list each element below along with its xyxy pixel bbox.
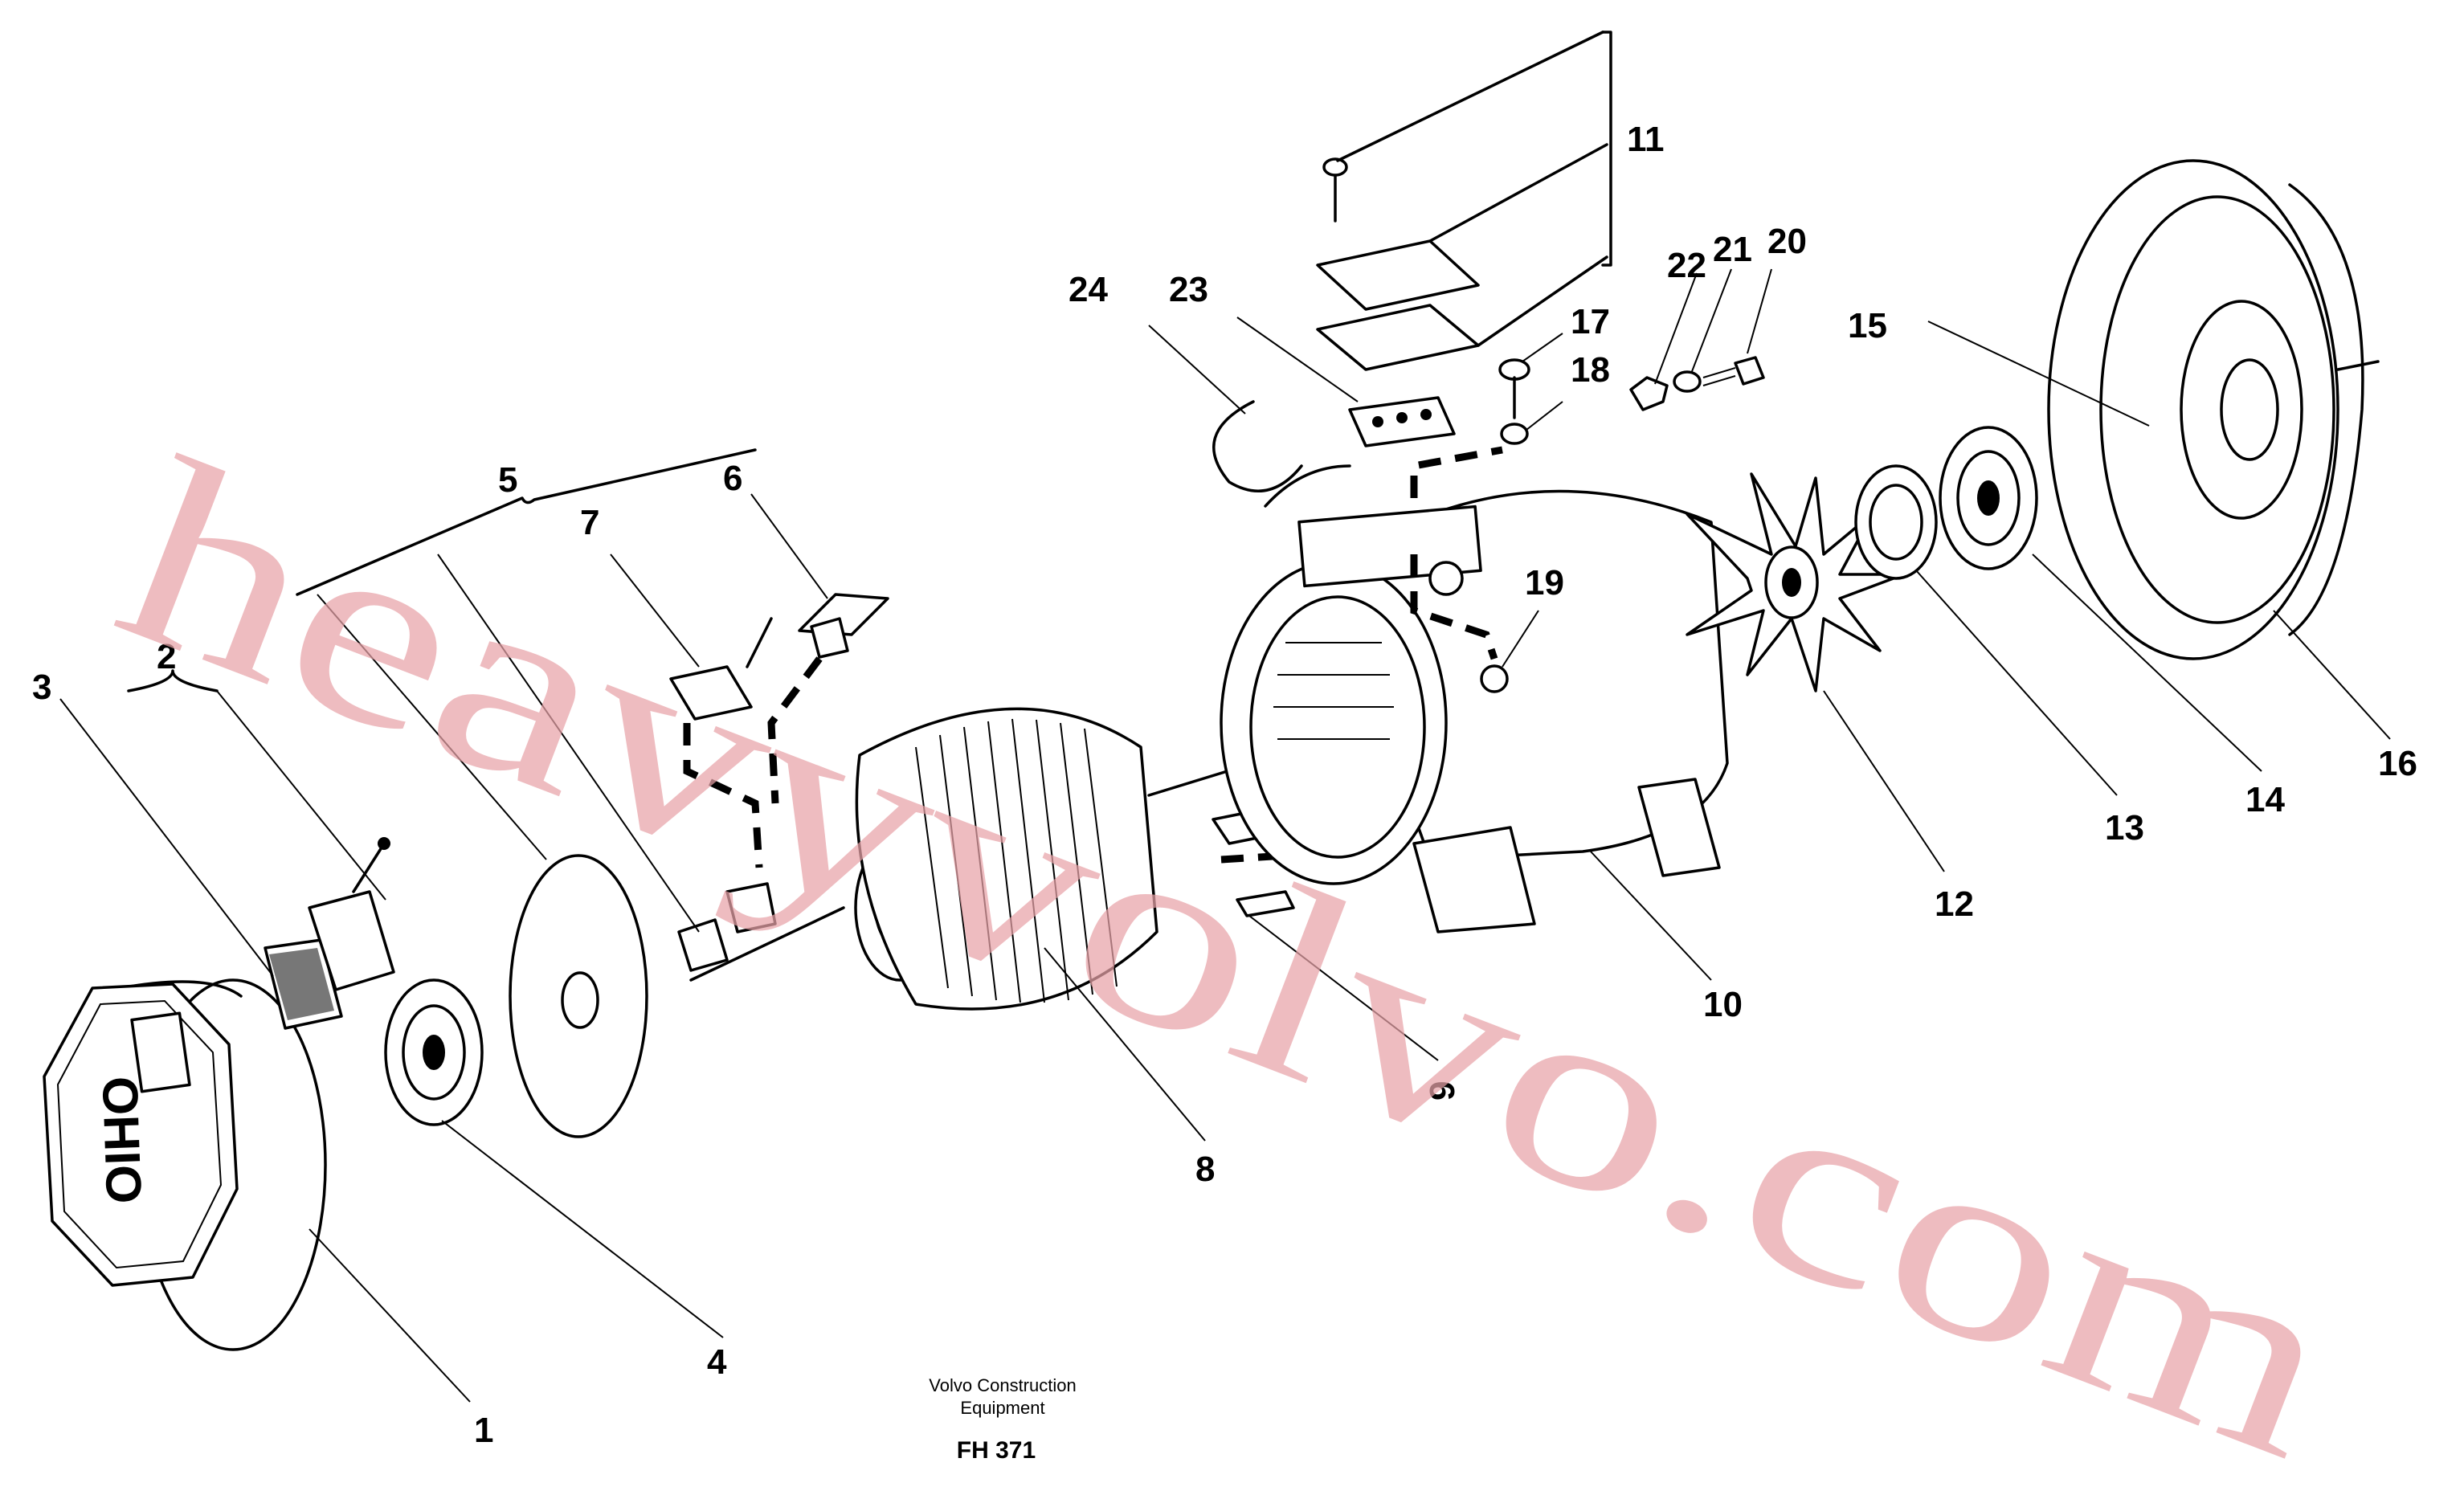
filter-assembly: [264, 837, 395, 1030]
callout-16: 16: [2378, 744, 2417, 783]
callout-8: 8: [1195, 1150, 1215, 1189]
callout-2: 2: [157, 637, 176, 676]
end-cover: OHIO: [43, 978, 327, 1351]
caption-line-1: Volvo Construction: [929, 1375, 1076, 1395]
callout-10: 10: [1703, 985, 1743, 1024]
pulley: [2047, 159, 2380, 660]
callout-4: 4: [707, 1342, 727, 1382]
callout-18: 18: [1571, 350, 1610, 390]
callout-24: 24: [1069, 270, 1108, 309]
terminal-hardware: [1480, 356, 1765, 693]
callout-20: 20: [1767, 222, 1807, 261]
leader-lines: [59, 268, 2391, 1403]
callout-13: 13: [2105, 808, 2144, 848]
figure-number: FH 371: [957, 1437, 1036, 1464]
spring-clip: [1212, 400, 1351, 508]
callout-9: 9: [1423, 1081, 1462, 1101]
callout-17: 17: [1571, 302, 1610, 341]
callout-12: 12: [1935, 884, 1974, 924]
brushes: [669, 593, 889, 972]
bearing-front: [384, 978, 484, 1126]
callout-3: 3: [32, 668, 51, 707]
callout-11: 11: [1627, 120, 1665, 159]
callout-19: 19: [1525, 563, 1564, 602]
watermark-text: heavyvolvo.com: [87, 403, 2375, 1491]
callout-6: 6: [723, 459, 742, 498]
stator-housing: [1220, 446, 1729, 933]
callout-23: 23: [1169, 270, 1208, 309]
bearing-rear: [1939, 426, 2038, 570]
callout-7: 7: [580, 503, 599, 542]
caption-line-2: Equipment: [960, 1398, 1044, 1418]
callout-labels: 1 2 3 4 5 6 7 8 9 10 11 12 13 14 15 16 1…: [32, 120, 2417, 1450]
callout-1: 1: [474, 1411, 493, 1450]
brush-plate: [509, 854, 648, 1138]
callout-5: 5: [498, 460, 517, 500]
callout-15: 15: [1848, 306, 1887, 345]
cooling-fan: [1686, 472, 1906, 692]
terminal-box: [1316, 31, 1612, 447]
callout-22: 22: [1667, 246, 1706, 285]
callout-21: 21: [1713, 230, 1752, 269]
watermark: heavyvolvo.com: [87, 403, 2375, 1495]
cover-logo: OHIO: [92, 1076, 151, 1205]
armature: [689, 707, 1255, 1011]
figure-caption: Volvo Construction Equipment FH 371: [929, 1375, 1076, 1464]
rear-seal: [1854, 464, 1938, 580]
callout-14: 14: [2245, 780, 2285, 819]
